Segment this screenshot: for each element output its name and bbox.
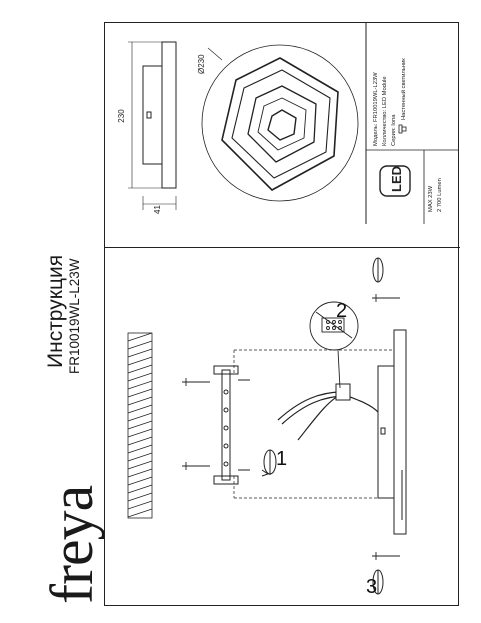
wall-lamp-icon — [398, 124, 407, 134]
led-badge: LED — [379, 165, 411, 197]
frame-divider — [105, 247, 460, 248]
led-badge-label: LED — [389, 166, 404, 192]
height-dimension-label: 230 — [117, 109, 126, 123]
spec-series: Серия: Iona — [391, 114, 397, 146]
depth-dimension-label: 41 — [153, 205, 162, 214]
diameter-label: Ø230 — [197, 54, 206, 74]
connector-block — [335, 383, 351, 401]
spec-bulbs: Колличество: LED Module — [382, 76, 388, 146]
spec-lumen: 2 700 Lumen — [437, 178, 443, 212]
assembly-guides — [233, 349, 392, 499]
spec-power: MAX 23W — [428, 185, 434, 212]
spec-type: Настенный светильник — [401, 58, 407, 120]
step-2-number: 2 — [336, 300, 348, 322]
step-3-number: 3 — [366, 576, 378, 598]
rotation-arrow-step3-icon — [372, 257, 384, 595]
front-view-drawing — [201, 44, 359, 202]
mounting-bracket — [213, 365, 250, 485]
lamp-screw-icon — [372, 294, 400, 560]
drawing-frame — [104, 22, 460, 606]
spec-model: Модель: FR10019WL-L23W — [373, 72, 379, 146]
cable-wires — [277, 391, 379, 441]
connector-detail-zoom — [309, 301, 359, 389]
side-profile-drawing — [128, 41, 177, 210]
wall-screw-icons — [182, 378, 210, 470]
wall-hatch — [127, 332, 153, 519]
rotation-arrow-icon — [261, 449, 277, 477]
step-1-number: 1 — [276, 448, 288, 470]
lamp-side-installed — [377, 329, 407, 535]
spec-table — [365, 22, 459, 224]
